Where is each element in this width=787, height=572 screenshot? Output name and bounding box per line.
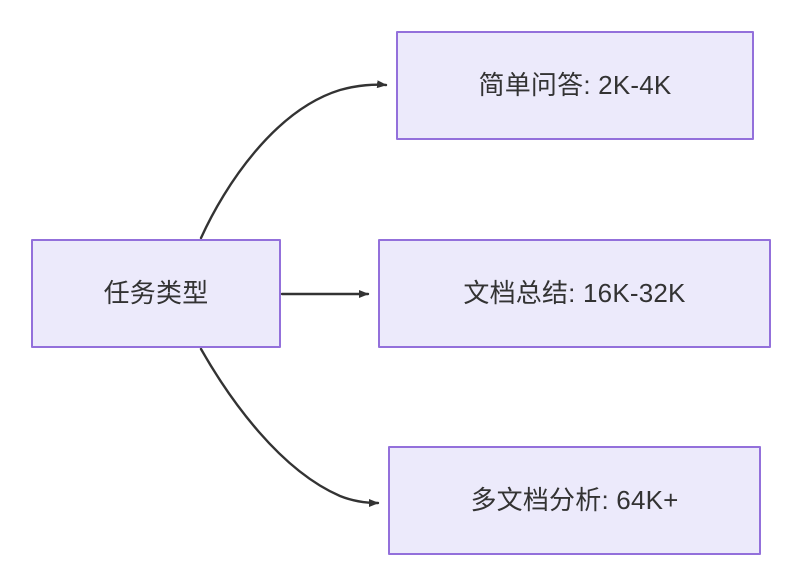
node-simple-qa[interactable]: 简单问答: 2K-4K <box>396 31 754 140</box>
node-doc-summary[interactable]: 文档总结: 16K-32K <box>378 239 771 348</box>
node-multi-doc[interactable]: 多文档分析: 64K+ <box>388 446 761 555</box>
node-simple-qa-label: 简单问答: 2K-4K <box>478 69 672 100</box>
node-multi-doc-label: 多文档分析: 64K+ <box>470 484 679 515</box>
node-task-type-label: 任务类型 <box>103 277 209 308</box>
node-task-type[interactable]: 任务类型 <box>31 239 281 348</box>
edge-task-to-multi-doc <box>199 347 380 507</box>
node-doc-summary-label: 文档总结: 16K-32K <box>463 277 686 308</box>
edge-task-to-simple-qa <box>199 80 388 240</box>
